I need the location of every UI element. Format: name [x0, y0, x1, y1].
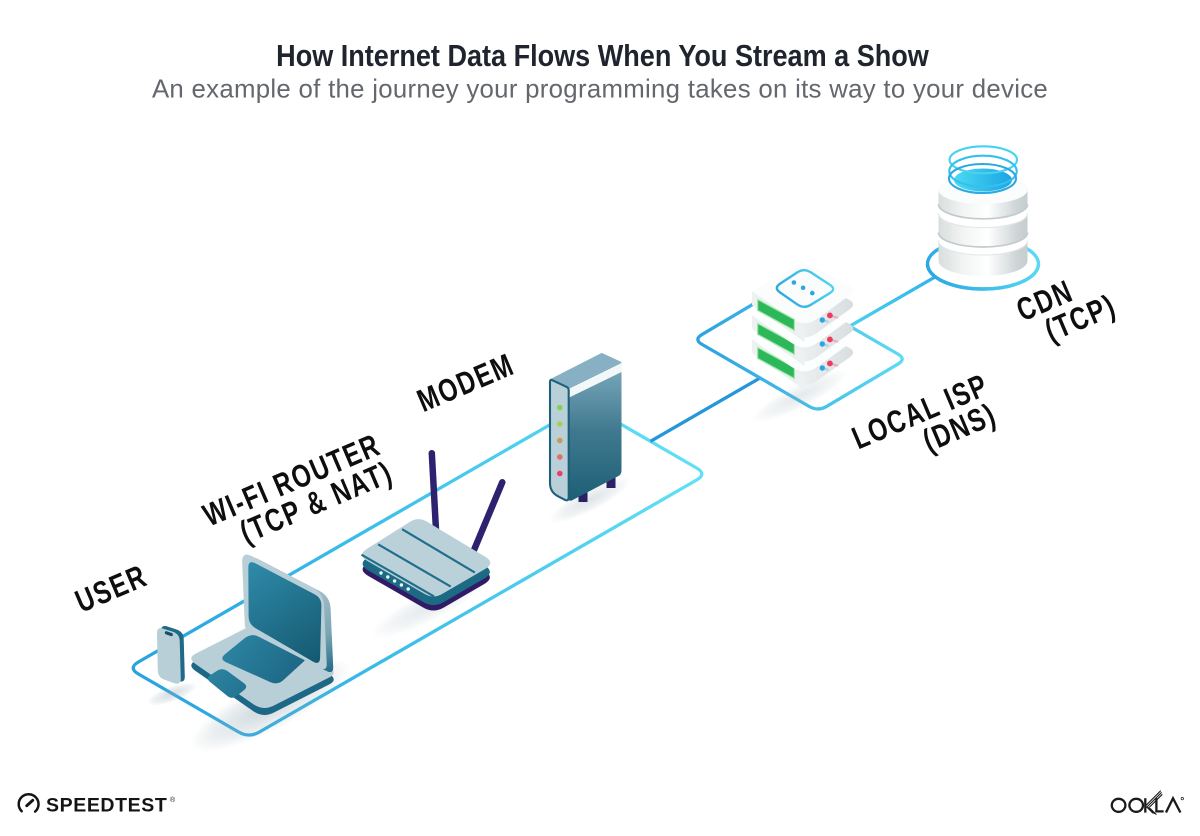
svg-text:How Internet Data Flows When Y: How Internet Data Flows When You Stream … — [276, 39, 929, 73]
svg-text:SPEEDTEST: SPEEDTEST — [46, 795, 167, 817]
svg-text:USER: USER — [70, 558, 152, 620]
svg-text:MODEM: MODEM — [412, 347, 520, 420]
svg-text:®: ® — [170, 796, 176, 804]
svg-text:An example of the journey your: An example of the journey your programmi… — [152, 76, 1048, 104]
